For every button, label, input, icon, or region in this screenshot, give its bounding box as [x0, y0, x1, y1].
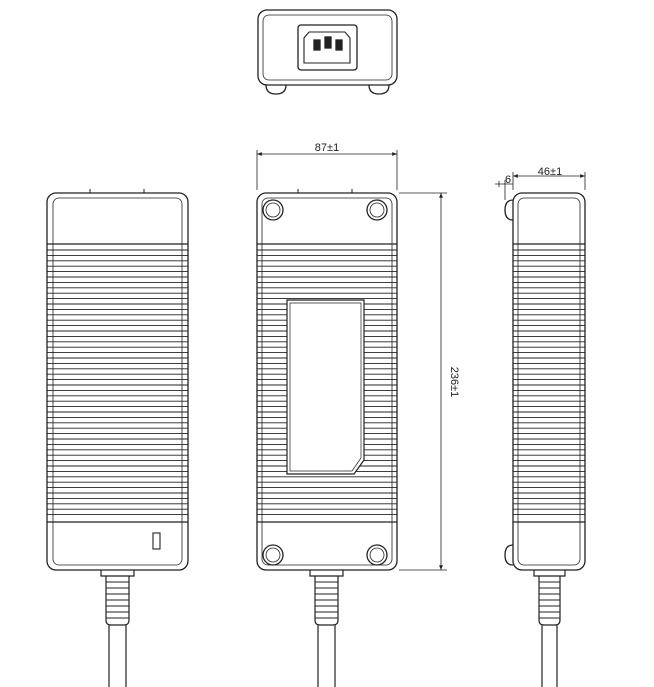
dimension-foot — [495, 180, 513, 200]
dimension-height — [512, 172, 586, 190]
dimension-foot-label: 6 — [505, 174, 511, 186]
iec-c14-inlet — [297, 24, 358, 71]
dimension-length-label: 236±1 — [448, 367, 460, 398]
inlet-pin-earth — [324, 36, 332, 49]
led-indicator — [152, 532, 161, 550]
inlet-pin-left — [313, 39, 321, 51]
rubber-foot-bottom-left — [262, 544, 284, 566]
front-view — [46, 189, 189, 571]
dimension-width — [256, 150, 398, 190]
end-view-foot-left — [265, 84, 287, 95]
side-foot-bottom — [504, 544, 514, 566]
side-view-outline — [512, 192, 586, 571]
rubber-foot-bottom-right — [366, 544, 388, 566]
side-view-inner-outline — [517, 197, 581, 566]
front-view-inner-outline — [52, 197, 183, 566]
label-recess — [286, 299, 365, 475]
dimension-height-label: 46±1 — [538, 166, 562, 178]
side-view — [504, 192, 586, 571]
rubber-foot-top-right — [366, 199, 388, 221]
rubber-foot-top-left — [262, 199, 284, 221]
front-view-cable — [100, 570, 135, 687]
rear-view — [256, 189, 398, 571]
dimension-length — [399, 192, 447, 571]
rear-view-inner-outline — [261, 197, 393, 566]
inlet-pin-right — [335, 39, 343, 51]
rear-view-cable — [309, 570, 344, 687]
front-view-outline — [46, 192, 189, 571]
rear-view-outline — [256, 192, 398, 571]
end-view-inner-outline — [262, 14, 393, 81]
dimension-width-label: 87±1 — [315, 142, 339, 154]
end-view-inlet — [257, 9, 398, 95]
front-view-ribs — [47, 249, 188, 516]
side-view-cable — [533, 570, 566, 687]
side-foot-top — [504, 199, 514, 221]
end-view-outline — [257, 9, 398, 86]
side-view-ribs — [513, 249, 585, 516]
end-view-foot-right — [368, 84, 390, 95]
